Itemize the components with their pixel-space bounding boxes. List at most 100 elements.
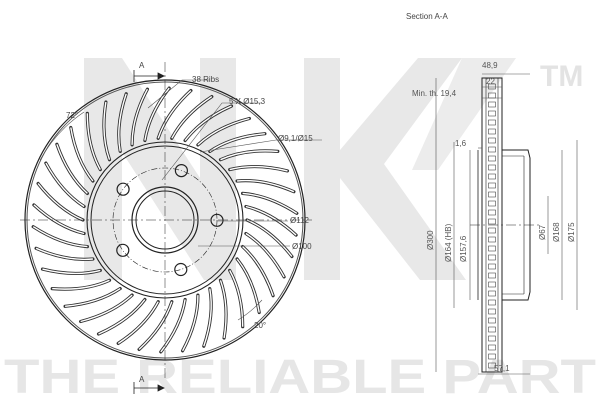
nk-logo-n-shape bbox=[84, 58, 236, 280]
cooling-rib-highlight bbox=[103, 101, 111, 160]
nk-logo-slash-shape bbox=[412, 58, 516, 170]
cooling-rib-highlight bbox=[203, 288, 212, 347]
angle-bottom-label: 20° bbox=[254, 321, 266, 330]
hat-diameter-label: Ø175 bbox=[567, 222, 576, 242]
bolt-hole bbox=[116, 243, 130, 257]
section-marker-top-arrowhead bbox=[157, 72, 165, 80]
section-marker-bottom-label: A bbox=[139, 375, 145, 384]
cooling-rib bbox=[32, 203, 86, 236]
cooling-rib-highlight bbox=[242, 246, 274, 296]
disc-front-view bbox=[20, 62, 312, 378]
disc-thickness-label: 22 bbox=[486, 77, 495, 86]
vent-slot bbox=[488, 281, 496, 288]
vent-slot bbox=[488, 344, 496, 351]
inner-face-label: Ø157,6 bbox=[459, 235, 468, 262]
vent-slot bbox=[488, 119, 496, 126]
cooling-rib-highlight bbox=[80, 294, 133, 323]
bolt-hole bbox=[116, 182, 130, 196]
cooling-rib-highlight bbox=[219, 280, 227, 339]
pcd-circle bbox=[112, 167, 218, 273]
hub-diameter-label: Ø168 bbox=[552, 222, 561, 242]
cooling-rib-highlight bbox=[131, 88, 149, 145]
angle-72-arc bbox=[39, 111, 85, 161]
vent-slot bbox=[488, 200, 496, 207]
vent-slot bbox=[488, 83, 496, 90]
vent-slot bbox=[488, 101, 496, 108]
angle-top-label: 72° bbox=[66, 111, 78, 120]
min-thickness-label: Min. th. 19,4 bbox=[412, 89, 457, 98]
cooling-rib-highlight bbox=[245, 232, 285, 278]
cooling-rib-highlight bbox=[56, 144, 88, 194]
watermark-tagline: THE RELIABLE PART bbox=[4, 351, 596, 400]
cooling-rib-highlight bbox=[246, 219, 293, 257]
rib-count-label: 38 Ribs bbox=[192, 75, 219, 84]
nk-logo-k-shape bbox=[304, 58, 466, 280]
vent-slot bbox=[488, 236, 496, 243]
cooling-rib-highlight bbox=[229, 270, 244, 327]
bolt-hole bbox=[210, 213, 224, 227]
cooling-rib-highlight bbox=[245, 205, 297, 236]
cooling-rib-highlight bbox=[144, 87, 170, 141]
ribs-leader bbox=[147, 79, 210, 109]
vent-slot bbox=[488, 308, 496, 315]
cooling-rib-highlight bbox=[52, 279, 110, 290]
angle-20-arc bbox=[237, 299, 263, 321]
cooling-rib bbox=[31, 225, 89, 249]
hub-face-label: Ø164 (HB) bbox=[444, 223, 453, 262]
vent-slot bbox=[488, 263, 496, 270]
section-cut-markers bbox=[133, 70, 165, 394]
cooling-rib-highlight bbox=[33, 204, 85, 235]
bolt-hole bbox=[174, 164, 188, 178]
vent-slot bbox=[488, 272, 496, 279]
cooling-rib-highlight bbox=[181, 295, 199, 352]
bolt-hole bbox=[174, 262, 188, 277]
vent-slot bbox=[488, 227, 496, 234]
vent-slot bbox=[488, 245, 496, 252]
cooling-rib-highlight bbox=[229, 165, 288, 172]
front-leader-lines bbox=[39, 79, 322, 321]
section-marker-bottom-arrowhead bbox=[157, 384, 165, 392]
cooling-rib-highlight bbox=[197, 117, 250, 146]
vent-slot bbox=[488, 317, 496, 324]
vent-slot bbox=[488, 254, 496, 261]
vent-slot bbox=[488, 209, 496, 216]
vent-slot bbox=[488, 110, 496, 117]
section-dimension-lines bbox=[435, 73, 578, 375]
vent-slot bbox=[488, 146, 496, 153]
vent-slot bbox=[488, 137, 496, 144]
hub-holes-leader bbox=[199, 139, 322, 153]
vent-slot bbox=[488, 326, 496, 333]
vent-slot bbox=[488, 128, 496, 135]
cooling-rib bbox=[63, 287, 122, 308]
cooling-rib-highlight bbox=[117, 301, 159, 344]
vent-slot bbox=[488, 182, 496, 189]
watermark-trademark: TM bbox=[540, 60, 583, 93]
cooling-rib-highlight bbox=[118, 93, 127, 152]
cooling-rib-highlight bbox=[37, 183, 84, 221]
section-marker-top-label: A bbox=[139, 61, 145, 70]
cooling-rib-highlight bbox=[86, 113, 101, 170]
cooling-rib-highlight bbox=[236, 258, 260, 313]
cooling-rib-highlight bbox=[209, 133, 265, 152]
cooling-rib-highlight bbox=[220, 150, 278, 161]
cooling-ribs bbox=[31, 86, 299, 354]
vent-slot bbox=[488, 164, 496, 171]
vent-slot bbox=[488, 335, 496, 342]
cooling-rib-highlight bbox=[138, 301, 173, 350]
cooling-rib-highlight bbox=[160, 299, 186, 353]
vent-slots bbox=[488, 83, 496, 369]
cooling-rib-highlight bbox=[184, 105, 232, 141]
section-title: Section A-A bbox=[406, 12, 448, 21]
vent-slot bbox=[488, 290, 496, 297]
vent-slot bbox=[488, 362, 496, 369]
vent-slot bbox=[488, 191, 496, 198]
vent-slot bbox=[488, 299, 496, 306]
bolt-holes-label: 5 X Ø15,3 bbox=[229, 97, 266, 106]
overall-width-label: 48,9 bbox=[482, 61, 498, 70]
centre-bore-label: Ø100 bbox=[292, 242, 312, 251]
cooling-rib bbox=[241, 191, 299, 215]
cooling-rib-highlight bbox=[98, 299, 146, 335]
cooling-rib bbox=[159, 297, 187, 354]
cooling-rib-highlight bbox=[65, 288, 121, 307]
